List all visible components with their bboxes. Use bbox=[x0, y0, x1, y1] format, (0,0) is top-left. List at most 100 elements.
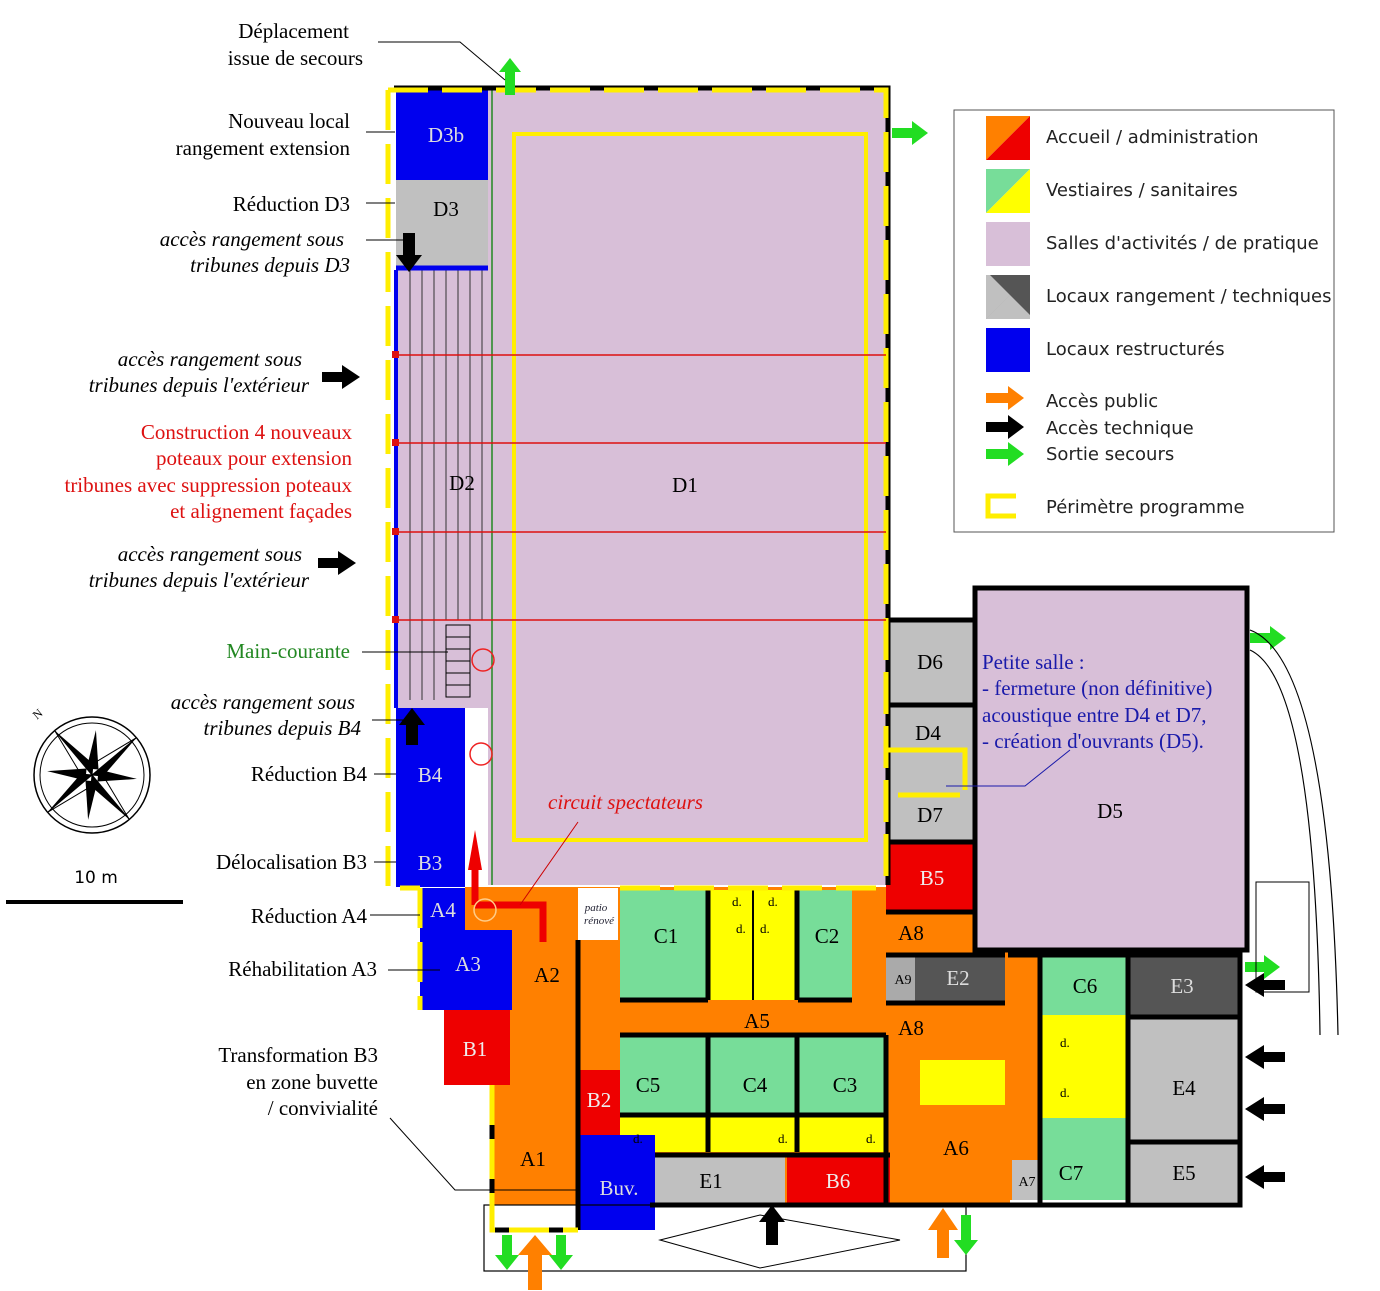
label-B3: B3 bbox=[418, 851, 443, 875]
annotation-transformation-b3: / convivialité bbox=[268, 1096, 378, 1120]
room-D6[interactable] bbox=[886, 620, 975, 705]
room-B5[interactable] bbox=[886, 842, 975, 912]
annotation-petite-salle: - fermeture (non définitive) bbox=[982, 676, 1212, 700]
label-D3b: D3b bbox=[428, 123, 464, 147]
annotation-acces-ext-2: accès rangement sous bbox=[118, 542, 302, 566]
label-B6: B6 bbox=[826, 1169, 851, 1193]
room-C5[interactable] bbox=[620, 1035, 708, 1115]
room-A7[interactable] bbox=[1012, 1160, 1040, 1200]
legend-label: Vestiaires / sanitaires bbox=[1046, 180, 1238, 201]
room-C1[interactable] bbox=[620, 890, 708, 1000]
room-D3b[interactable] bbox=[396, 90, 488, 180]
rooms bbox=[394, 88, 1245, 1230]
annotation-acces-d3: tribunes depuis D3 bbox=[190, 253, 350, 277]
label-douche: d. bbox=[866, 1131, 876, 1146]
label-douche: d. bbox=[760, 921, 770, 936]
label-D3: D3 bbox=[433, 197, 459, 221]
sanitaires-C6-C7 bbox=[1042, 1015, 1128, 1118]
label-E4: E4 bbox=[1172, 1076, 1196, 1100]
room-A9[interactable] bbox=[886, 955, 915, 1003]
label-Buv: Buv. bbox=[600, 1176, 639, 1200]
room-Buv[interactable] bbox=[578, 1135, 655, 1230]
label-A4: A4 bbox=[430, 898, 456, 922]
room-C2[interactable] bbox=[798, 890, 852, 1000]
legend-swatch-accueil bbox=[986, 116, 1030, 160]
room-E4[interactable] bbox=[1130, 1017, 1240, 1142]
label-E3: E3 bbox=[1170, 974, 1193, 998]
legend-perimetre-icon bbox=[985, 493, 1016, 519]
label-A3: A3 bbox=[455, 952, 481, 976]
label-D1: D1 bbox=[672, 473, 698, 497]
room-B6[interactable] bbox=[787, 1155, 890, 1205]
room-D2[interactable] bbox=[396, 268, 488, 708]
label-C2: C2 bbox=[815, 924, 840, 948]
label-C1: C1 bbox=[654, 924, 679, 948]
annotation-transformation-b3: en zone buvette bbox=[246, 1070, 378, 1094]
room-A4[interactable] bbox=[420, 888, 465, 930]
compass-rose: N bbox=[30, 706, 151, 834]
label-D2: D2 bbox=[449, 471, 475, 495]
legend-acces-public-icon bbox=[986, 386, 1024, 410]
label-C7: C7 bbox=[1059, 1161, 1084, 1185]
room-E1[interactable] bbox=[655, 1155, 785, 1205]
label-A6: A6 bbox=[943, 1136, 969, 1160]
legend-label: Accueil / administration bbox=[1046, 127, 1259, 148]
annotation-delocalisation-b3: Délocalisation B3 bbox=[216, 850, 367, 874]
room-D4[interactable] bbox=[886, 705, 975, 770]
label-D7: D7 bbox=[917, 803, 943, 827]
annotation-transformation-b3: Transformation B3 bbox=[218, 1043, 378, 1067]
room-C7[interactable] bbox=[1042, 1118, 1128, 1200]
label-B4: B4 bbox=[418, 763, 443, 787]
stairs bbox=[445, 624, 471, 698]
legend-label: Accès technique bbox=[1046, 418, 1194, 439]
label-D5: D5 bbox=[1097, 799, 1123, 823]
room-B3[interactable] bbox=[396, 840, 465, 887]
label-C5: C5 bbox=[636, 1073, 661, 1097]
annotation-reduction-a4: Réduction A4 bbox=[251, 904, 368, 928]
annotation-acces-ext: accès rangement sous bbox=[118, 347, 302, 371]
room-E2[interactable] bbox=[915, 955, 1005, 1003]
scale-label: 10 m bbox=[74, 868, 118, 888]
room-D5[interactable] bbox=[975, 588, 1245, 948]
label-A9: A9 bbox=[894, 973, 911, 988]
annotation-petite-salle: Petite salle : bbox=[982, 650, 1085, 674]
annotation-acces-d3: accès rangement sous bbox=[160, 227, 344, 251]
annotation-circuit-spectateurs: circuit spectateurs bbox=[548, 790, 703, 814]
legend-label: Périmètre programme bbox=[1046, 497, 1245, 518]
legend-label: Salles d'activités / de pratique bbox=[1046, 233, 1319, 254]
legend-swatch-restructures bbox=[986, 328, 1030, 372]
room-D7[interactable] bbox=[886, 770, 975, 842]
label-E1: E1 bbox=[699, 1169, 722, 1193]
annotation-petite-salle: - création d'ouvrants (D5). bbox=[982, 729, 1204, 753]
patio bbox=[578, 888, 618, 940]
legend-label: Locaux rangement / techniques bbox=[1046, 286, 1332, 307]
label-A1: A1 bbox=[520, 1147, 546, 1171]
room-E3[interactable] bbox=[1130, 955, 1240, 1015]
label-B1: B1 bbox=[463, 1037, 488, 1061]
legend: Accueil / administration Vestiaires / sa… bbox=[953, 109, 1335, 533]
room-D1[interactable] bbox=[488, 88, 886, 885]
label-D6: D6 bbox=[917, 650, 943, 674]
room-E5[interactable] bbox=[1130, 1142, 1240, 1202]
room-C6[interactable] bbox=[1042, 955, 1128, 1015]
room-B2[interactable] bbox=[578, 1070, 620, 1135]
label-douche: d. bbox=[633, 1131, 643, 1146]
label-douche: d. bbox=[778, 1131, 788, 1146]
patio-label: patio bbox=[584, 902, 608, 914]
room-C4[interactable] bbox=[710, 1035, 797, 1115]
label-douche: d. bbox=[1060, 1085, 1070, 1100]
annotation-rehabilitation-a3: Réhabilitation A3 bbox=[228, 957, 377, 981]
annotation-main-courante: Main-courante bbox=[226, 639, 350, 663]
label-C3: C3 bbox=[833, 1073, 858, 1097]
annotation-deplacement: issue de secours bbox=[228, 46, 363, 70]
label-E5: E5 bbox=[1172, 1161, 1195, 1185]
label-C4: C4 bbox=[743, 1073, 768, 1097]
label-A2: A2 bbox=[534, 963, 560, 987]
sortie-secours-arrows bbox=[495, 58, 1286, 1270]
annotation-reduction-d3: Réduction D3 bbox=[233, 192, 350, 216]
room-B1[interactable] bbox=[444, 1010, 510, 1085]
annotation-acces-ext-2: tribunes depuis l'extérieur bbox=[89, 568, 310, 592]
annotation-acces-b4: tribunes depuis B4 bbox=[204, 716, 362, 740]
room-C3[interactable] bbox=[799, 1035, 886, 1115]
